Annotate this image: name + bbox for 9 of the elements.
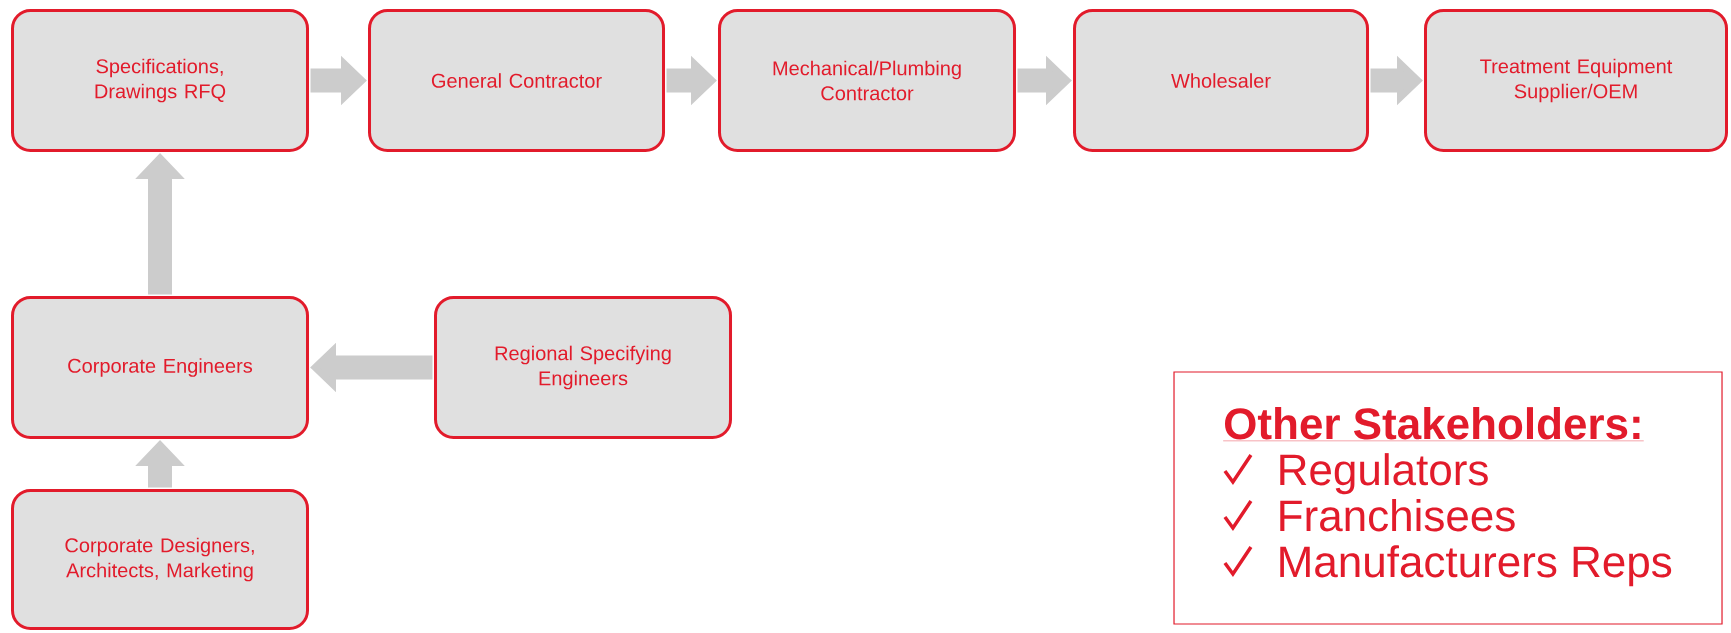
process-box: General Contractor [368, 9, 665, 152]
stakeholder-box: Other Stakeholders: Regulators Franchisees Manufacturers Reps [1173, 371, 1723, 625]
process-box: Specifications, Drawings RFQ [11, 9, 309, 152]
process-box: Corporate Designers, Architects, Marketing [11, 489, 309, 630]
process-box: Corporate Engineers [11, 296, 309, 439]
process-box: Mechanical/Plumbing Contractor [718, 9, 1016, 152]
process-box: Wholesaler [1073, 9, 1369, 152]
process-box: Regional Specifying Engineers [434, 296, 732, 439]
process-box: Treatment Equipment Supplier/OEM [1424, 9, 1728, 152]
